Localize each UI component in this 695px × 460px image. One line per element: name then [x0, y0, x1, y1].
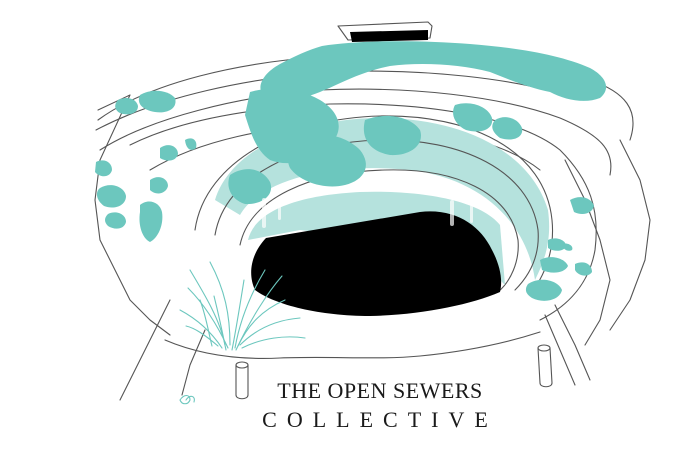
small-plant-icon [179, 394, 195, 405]
grass-tuft-icon [179, 261, 306, 351]
bollard-posts-icon [235, 344, 553, 400]
title-line-2: COLLECTIVE [262, 407, 498, 432]
title-line-1: THE OPEN SEWERS [277, 378, 483, 403]
drip-streaks-icon [262, 198, 473, 228]
moss-patches-icon [95, 41, 607, 301]
title-block: THE OPEN SEWERS COLLECTIVE [0, 378, 695, 434]
drain-grate-icon [337, 21, 433, 42]
sewer-hole-icon [251, 211, 502, 316]
